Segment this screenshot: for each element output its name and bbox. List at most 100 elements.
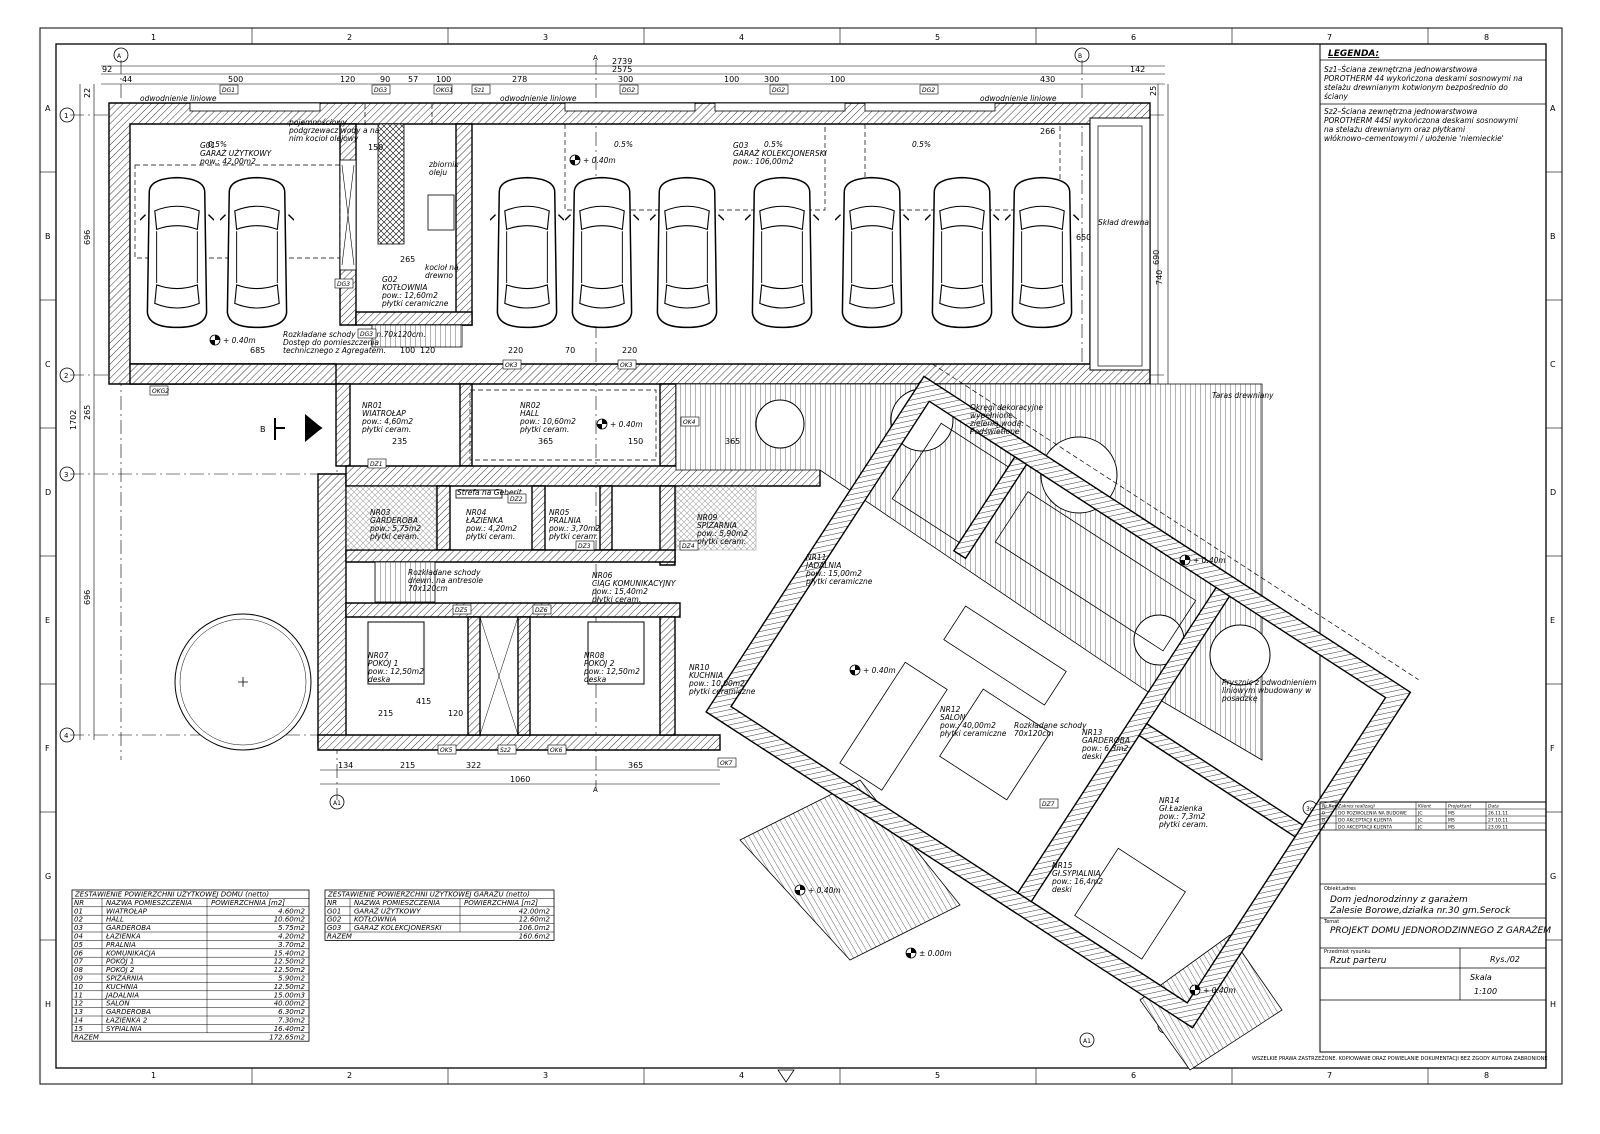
svg-text:DG3: DG3 <box>374 87 387 94</box>
table-cell: HALL <box>106 916 124 924</box>
svg-text:NR11: NR11 <box>806 553 826 562</box>
svg-text:DG2: DG2 <box>622 87 635 94</box>
table-cell: 40.00m2 <box>274 1000 306 1008</box>
element-tag: OK4 <box>680 416 700 427</box>
table-cell: 4.20m2 <box>278 933 305 941</box>
svg-text:NR04: NR04 <box>466 508 487 517</box>
svg-text:+ 0.40m: + 0.40m <box>863 666 896 675</box>
element-tag: OKG2 <box>149 385 169 396</box>
svg-text:DZ6: DZ6 <box>535 607 548 614</box>
table-header: NAZWA POMIESZCZENIA <box>354 899 440 907</box>
table-cell: 106.0m2 <box>519 924 551 932</box>
axis-label: 1 <box>64 112 68 120</box>
svg-text:OKG1: OKG1 <box>436 87 453 94</box>
svg-text:NR03: NR03 <box>370 508 391 517</box>
element-tag: DG2 <box>619 84 639 95</box>
svg-text:NR07: NR07 <box>368 651 389 660</box>
svg-text:NR15: NR15 <box>1052 861 1073 870</box>
col-mark-bottom: 6 <box>1131 1071 1136 1080</box>
dim-top-right: 142 <box>1130 65 1145 74</box>
svg-text:pow.: 4,20m2: pow.: 4,20m2 <box>465 524 517 533</box>
svg-text:CIĄG KOMUNIKACYJNY: CIĄG KOMUNIKACYJNY <box>592 579 677 588</box>
svg-text:GARDEROBA: GARDEROBA <box>370 516 418 525</box>
dim-top-sub: 2575 <box>612 65 632 74</box>
axis-label: 3 <box>64 471 68 479</box>
table-cell: JADALNIA <box>104 991 139 999</box>
svg-text:G02: G02 <box>382 275 398 284</box>
level-marker: + 0.40m <box>209 334 256 346</box>
revision-cell: 23.09.11 <box>1488 825 1508 831</box>
table-title: ZESTAWIENIE POWIERZCHNI UŻYTKOWEJ GARAŻU… <box>327 890 530 899</box>
svg-text:NR09: NR09 <box>697 513 718 522</box>
table-cell: 01 <box>74 907 83 915</box>
svg-text:pow.: 6,3m2: pow.: 6,3m2 <box>1081 744 1129 753</box>
dim-top-seg: 430 <box>1040 75 1055 84</box>
revision-cell: 0 <box>1322 811 1325 817</box>
slope-note: 0.5% <box>764 140 783 149</box>
table-cell: 12.50m2 <box>274 966 306 974</box>
legend: LEGENDA: Sz1–Ściana zewnętrzna jednowars… <box>1319 43 1547 803</box>
dim-inner: 415 <box>416 697 431 706</box>
table-cell: 12.60m2 <box>519 916 551 924</box>
level-marker: + 0.40m <box>849 664 896 676</box>
table-cell: KUCHNIA <box>106 983 138 991</box>
svg-text:DZ2: DZ2 <box>510 496 523 503</box>
svg-text:płytki ceram.: płytki ceram. <box>591 595 641 604</box>
dim-inner: 650 <box>1076 233 1091 242</box>
table-cell: 07 <box>74 958 83 966</box>
svg-text:pow.: 40,00m2: pow.: 40,00m2 <box>939 721 996 730</box>
table-cell: SALON <box>106 1000 130 1008</box>
svg-text:NR10: NR10 <box>689 663 710 672</box>
scale-value: 1:100 <box>1474 987 1497 996</box>
dim-bottom: 134 <box>338 761 353 770</box>
title-block: Obiekt,adres Dom jednorodzinny z garażem… <box>1319 801 1551 1053</box>
svg-text:NR02: NR02 <box>520 401 541 410</box>
table-cell: 11 <box>74 991 83 999</box>
table-cell: GARDEROBA <box>106 924 151 932</box>
svg-text:JADALNIA: JADALNIA <box>804 561 841 570</box>
table-total-label: RAZEM <box>327 933 352 941</box>
table-cell: GARAŻ UŻYTKOWY <box>354 906 421 915</box>
car-symbol <box>140 176 214 329</box>
col-mark-top: 7 <box>1327 33 1332 42</box>
svg-text:Gł.SYPIALNIA: Gł.SYPIALNIA <box>1052 869 1101 878</box>
table-cell: 02 <box>74 916 83 924</box>
element-tag: Sz1 <box>471 84 491 95</box>
table-cell: 03 <box>74 924 83 932</box>
svg-text:NR06: NR06 <box>592 571 613 580</box>
dim-inner: 220 <box>508 346 523 355</box>
garage-block <box>108 102 1151 385</box>
dim-inner: 215 <box>378 709 393 718</box>
house-orthogonal-part <box>129 363 821 751</box>
dim-inner: 685 <box>250 346 265 355</box>
level-marker: + 0.40m <box>596 418 643 430</box>
svg-text:± 0.00m: ± 0.00m <box>919 949 952 958</box>
svg-text:pow.: 4,60m2: pow.: 4,60m2 <box>361 417 413 426</box>
element-tag: DG3 <box>371 84 391 95</box>
table-header: POWIERZCHNIA [m2] <box>211 899 285 907</box>
object-label: Obiekt,adres <box>1324 886 1356 892</box>
table-cell: 13 <box>74 1008 83 1016</box>
table-cell: 04 <box>74 933 83 941</box>
col-mark-top: 3 <box>543 33 548 42</box>
svg-text:G01: G01 <box>200 141 215 150</box>
table-title: ZESTAWIENIE POWIERZCHNI UŻYTKOWEJ DOMU (… <box>74 890 269 899</box>
element-tag: DG1 <box>219 84 239 95</box>
dim-top-seg: 120 <box>340 75 355 84</box>
svg-text:OK7: OK7 <box>720 760 733 767</box>
dim-right: 690 <box>1152 250 1161 265</box>
revision-cell: DO AKCEPTACJI KLIENTA <box>1338 818 1393 824</box>
svg-text:POKÓJ 1: POKÓJ 1 <box>368 659 398 668</box>
element-tag: OK6 <box>547 744 567 755</box>
row-mark-right: B <box>1550 232 1556 241</box>
